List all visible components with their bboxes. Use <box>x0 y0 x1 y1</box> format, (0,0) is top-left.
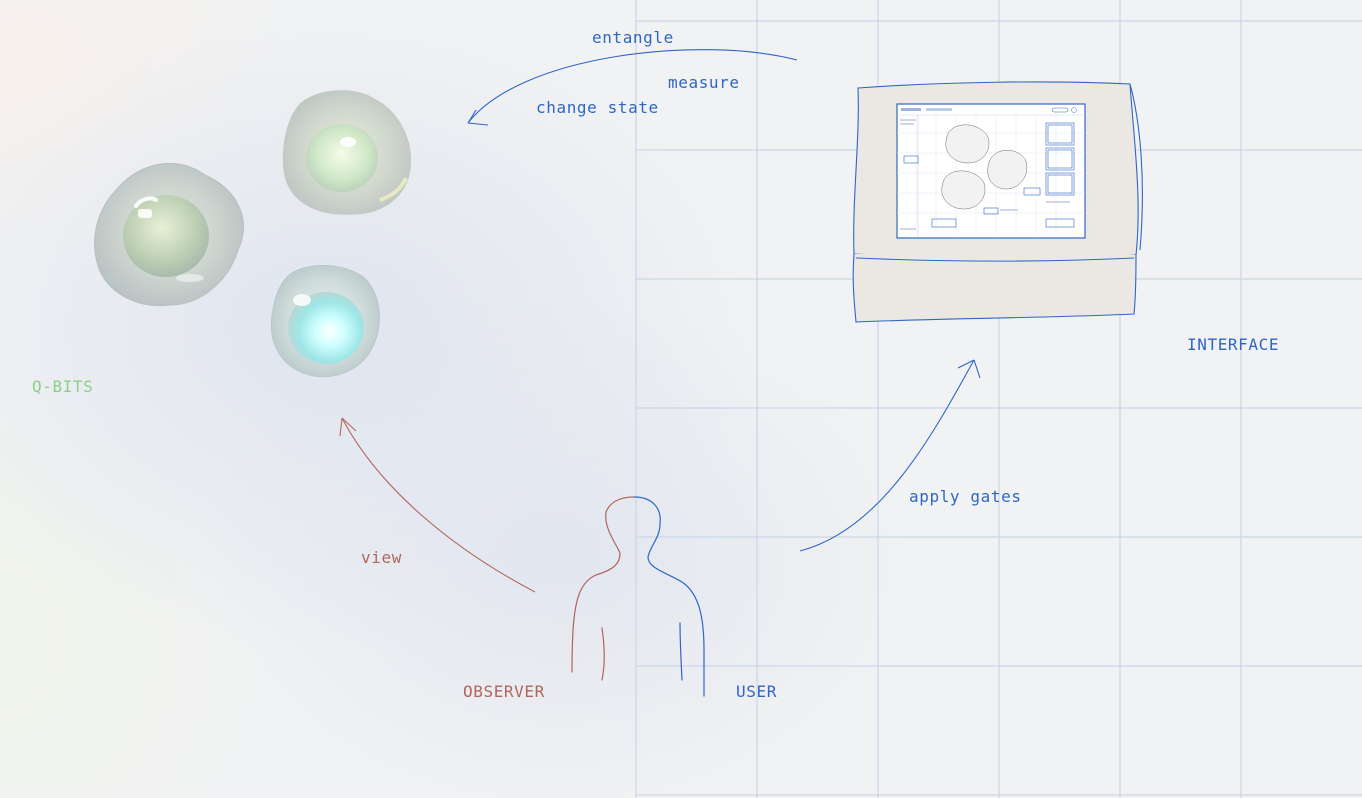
label-observer: OBSERVER <box>463 682 545 701</box>
label-user: USER <box>736 682 777 701</box>
label-apply-gates: apply gates <box>909 487 1022 506</box>
qbit-large <box>94 163 244 307</box>
arrow-apply-gates <box>799 359 981 552</box>
label-measure: measure <box>668 73 740 92</box>
label-view: view <box>361 548 402 567</box>
person-figure <box>571 496 705 697</box>
label-qbits: Q-BITS <box>32 377 94 396</box>
label-interface: INTERFACE <box>1187 335 1280 354</box>
arrow-to-qbits <box>467 49 798 126</box>
interface-screen <box>896 103 1086 239</box>
label-change-state: change state <box>536 98 659 117</box>
label-entangle: entangle <box>592 28 674 47</box>
qbit-bottom <box>270 265 380 378</box>
qbit-top <box>282 90 412 215</box>
arrow-view <box>339 417 536 593</box>
